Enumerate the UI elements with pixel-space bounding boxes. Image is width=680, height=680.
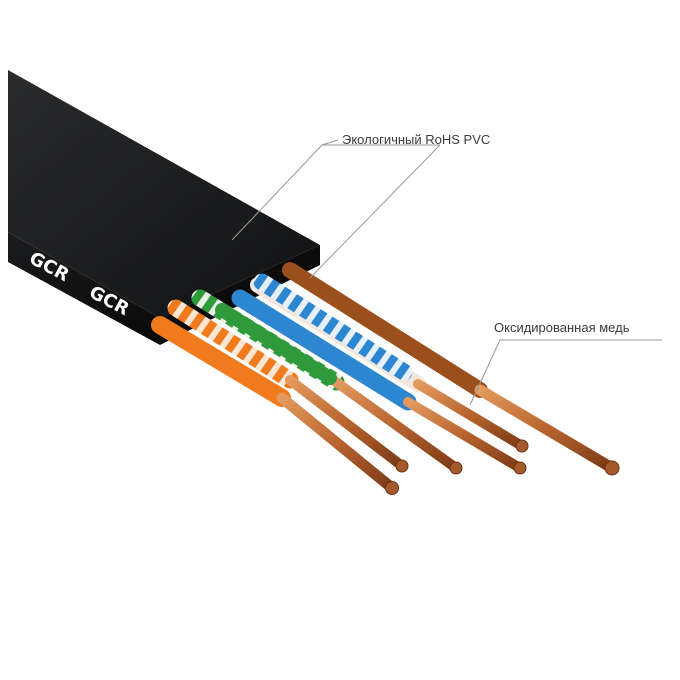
copper-end-orange bbox=[385, 481, 399, 495]
copper-end-brown-white bbox=[515, 439, 529, 453]
jacket-top-face bbox=[8, 70, 320, 318]
conductor-label: Оксидированная медь bbox=[494, 320, 630, 335]
jacket-side-face bbox=[8, 232, 160, 345]
insulation-label: Экологичный RoHS PVC bbox=[342, 132, 491, 147]
copper-end-brown bbox=[604, 460, 620, 476]
wire-brown bbox=[282, 262, 620, 476]
wire-blue bbox=[231, 289, 527, 475]
copper-end-blue bbox=[513, 461, 527, 475]
wire-orange bbox=[151, 316, 399, 495]
wire-blue-white bbox=[253, 273, 413, 381]
wire-orange-white bbox=[167, 299, 409, 473]
copper-end-green-white bbox=[449, 461, 463, 475]
leader-line-conductor bbox=[469, 339, 662, 406]
copper-end-orange-white bbox=[395, 459, 409, 473]
wire-green bbox=[215, 303, 337, 385]
leader-line-insulation bbox=[231, 139, 441, 279]
